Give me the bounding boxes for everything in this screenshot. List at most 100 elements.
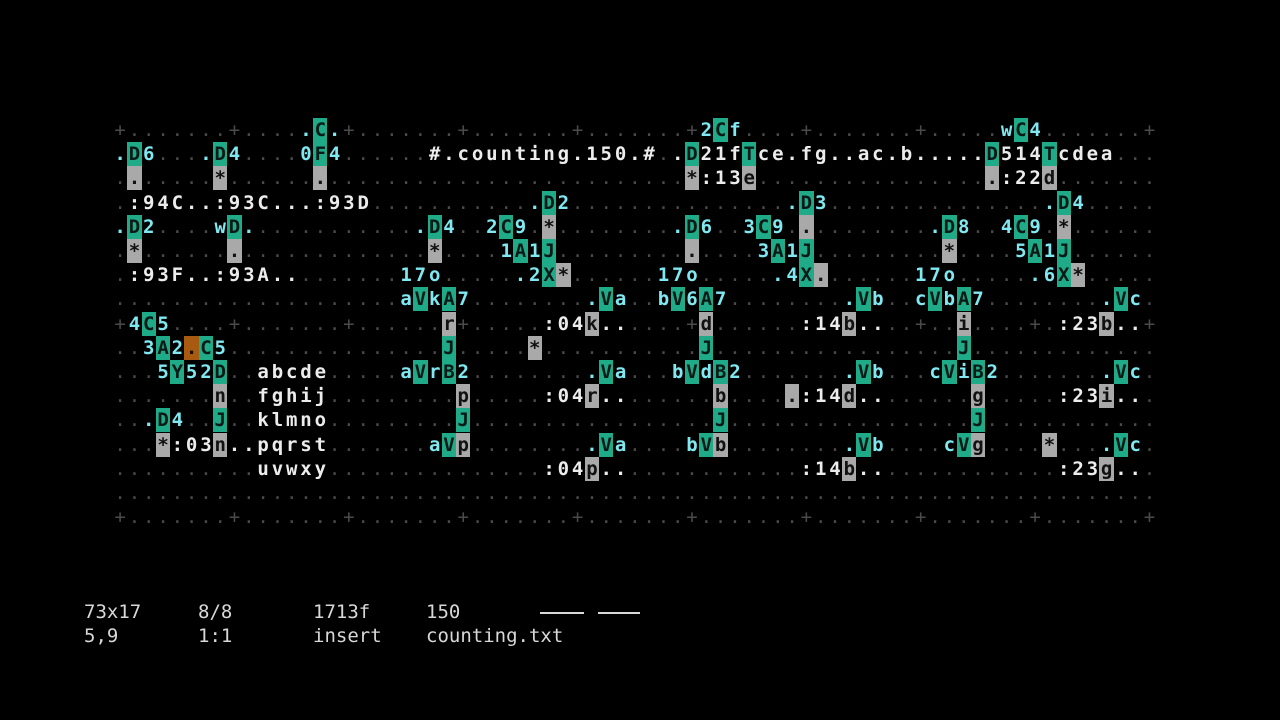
grid-cell[interactable]: 1 bbox=[586, 143, 598, 166]
grid-cell[interactable]: . bbox=[829, 191, 841, 214]
grid-cell[interactable]: . bbox=[400, 433, 412, 456]
grid-cell[interactable]: . bbox=[900, 167, 913, 190]
grid-cell[interactable]: . bbox=[700, 482, 713, 504]
grid-cell[interactable]: . bbox=[157, 288, 169, 311]
grid-cell[interactable]: 3 bbox=[757, 240, 770, 262]
grid-cell[interactable]: . bbox=[729, 215, 741, 238]
grid-cell[interactable]: V bbox=[599, 287, 614, 312]
grid-cell[interactable]: V bbox=[1113, 287, 1129, 312]
grid-cell[interactable]: . bbox=[243, 361, 255, 383]
grid-cell[interactable]: : bbox=[128, 191, 141, 214]
grid-cell[interactable]: V bbox=[1113, 360, 1129, 384]
grid-cell[interactable]: C bbox=[713, 118, 728, 142]
grid-cell[interactable]: . bbox=[757, 457, 770, 480]
grid-cell[interactable]: 4 bbox=[328, 143, 341, 166]
grid-cell[interactable]: . bbox=[886, 288, 898, 311]
grid-cell[interactable]: . bbox=[328, 167, 341, 190]
grid-cell[interactable]: 3 bbox=[143, 336, 155, 359]
grid-cell[interactable]: : bbox=[800, 385, 813, 408]
grid-cell[interactable]: 2 bbox=[457, 361, 469, 383]
grid-cell[interactable]: . bbox=[571, 264, 584, 287]
grid-cell[interactable]: . bbox=[185, 167, 198, 190]
grid-cell[interactable]: . bbox=[1058, 506, 1070, 529]
grid-cell[interactable]: . bbox=[328, 506, 341, 529]
grid-cell[interactable]: + bbox=[800, 119, 813, 141]
grid-cell[interactable]: . bbox=[114, 240, 126, 262]
grid-cell[interactable]: . bbox=[557, 506, 570, 529]
grid-cell[interactable]: . bbox=[371, 361, 384, 383]
grid-cell[interactable]: . bbox=[328, 312, 341, 335]
grid-cell[interactable]: . bbox=[729, 482, 741, 504]
grid-cell[interactable]: 2 bbox=[1072, 385, 1084, 408]
grid-cell[interactable]: . bbox=[371, 336, 384, 359]
grid-cell[interactable]: . bbox=[957, 482, 970, 504]
grid-cell[interactable]: . bbox=[629, 191, 641, 214]
grid-cell[interactable]: . bbox=[1100, 361, 1113, 383]
grid-cell[interactable]: . bbox=[414, 409, 427, 432]
grid-cell[interactable]: . bbox=[1029, 336, 1041, 359]
grid-cell[interactable]: . bbox=[143, 240, 155, 262]
grid-cell[interactable]: . bbox=[328, 482, 341, 504]
grid-cell[interactable]: . bbox=[500, 457, 512, 480]
grid-cell[interactable]: . bbox=[243, 336, 255, 359]
grid-cell[interactable]: d bbox=[842, 384, 857, 409]
grid-cell[interactable]: . bbox=[643, 264, 655, 287]
grid-cell[interactable]: t bbox=[514, 143, 527, 166]
grid-cell[interactable]: . bbox=[957, 264, 970, 287]
grid-cell[interactable]: . bbox=[1043, 191, 1056, 214]
grid-cell[interactable]: . bbox=[1029, 361, 1041, 383]
grid-cell[interactable]: . bbox=[386, 288, 398, 311]
grid-cell[interactable]: D bbox=[127, 142, 142, 167]
grid-cell[interactable]: 2 bbox=[1029, 167, 1041, 190]
grid-cell[interactable]: . bbox=[1100, 506, 1113, 529]
grid-cell[interactable]: . bbox=[371, 506, 384, 529]
grid-cell[interactable]: . bbox=[443, 385, 455, 408]
grid-cell[interactable]: . bbox=[1000, 385, 1013, 408]
grid-cell[interactable]: . bbox=[486, 361, 498, 383]
grid-cell[interactable]: . bbox=[500, 433, 512, 456]
grid-cell[interactable]: D bbox=[985, 142, 1000, 167]
grid-cell[interactable]: . bbox=[957, 119, 970, 141]
grid-cell[interactable]: 0 bbox=[614, 143, 627, 166]
grid-cell[interactable]: . bbox=[514, 482, 527, 504]
grid-cell[interactable]: . bbox=[972, 336, 984, 359]
grid-cell[interactable]: . bbox=[672, 506, 684, 529]
grid-cell[interactable]: . bbox=[1043, 312, 1056, 335]
grid-cell[interactable]: . bbox=[700, 385, 713, 408]
grid-cell[interactable]: . bbox=[657, 336, 670, 359]
grid-cell[interactable]: . bbox=[328, 215, 341, 238]
grid-cell[interactable]: . bbox=[571, 409, 584, 432]
grid-cell[interactable]: A bbox=[155, 335, 171, 360]
grid-cell[interactable]: 1 bbox=[400, 264, 412, 287]
grid-cell[interactable]: . bbox=[1015, 288, 1027, 311]
grid-cell[interactable]: . bbox=[457, 191, 469, 214]
grid-cell[interactable]: i bbox=[1099, 384, 1114, 409]
grid-cell[interactable]: . bbox=[872, 119, 884, 141]
grid-cell[interactable]: . bbox=[843, 288, 856, 311]
grid-cell[interactable]: . bbox=[857, 409, 870, 432]
grid-cell[interactable]: V bbox=[856, 432, 871, 457]
grid-cell[interactable]: . bbox=[700, 409, 713, 432]
grid-cell[interactable]: C bbox=[257, 191, 269, 214]
grid-cell[interactable]: . bbox=[1043, 119, 1056, 141]
grid-cell[interactable]: . bbox=[400, 119, 412, 141]
grid-cell[interactable]: . bbox=[743, 312, 755, 335]
grid-cell[interactable]: . bbox=[929, 409, 941, 432]
grid-cell[interactable]: . bbox=[400, 409, 412, 432]
grid-cell[interactable]: . bbox=[600, 385, 612, 408]
grid-cell[interactable]: . bbox=[986, 482, 998, 504]
grid-cell[interactable]: t bbox=[314, 433, 327, 456]
grid-cell[interactable]: . bbox=[271, 506, 284, 529]
grid-cell[interactable]: . bbox=[643, 409, 655, 432]
grid-cell[interactable]: . bbox=[143, 482, 155, 504]
grid-cell[interactable]: j bbox=[314, 385, 327, 408]
grid-cell[interactable]: . bbox=[700, 240, 713, 262]
grid-cell[interactable]: . bbox=[1143, 336, 1156, 359]
grid-cell[interactable]: . bbox=[1143, 240, 1156, 262]
grid-cell[interactable]: . bbox=[443, 119, 455, 141]
grid-cell[interactable]: V bbox=[684, 360, 700, 384]
grid-cell[interactable]: . bbox=[1129, 215, 1141, 238]
grid-cell[interactable]: . bbox=[843, 482, 856, 504]
